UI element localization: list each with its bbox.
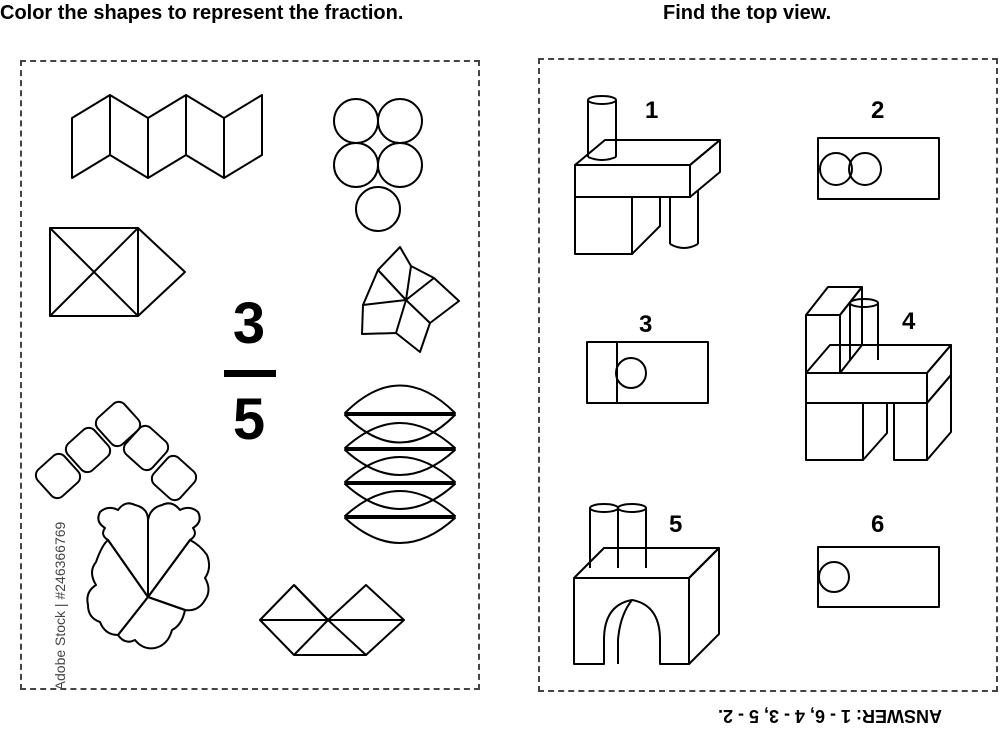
half-discs-stack-shape[interactable] (344, 384, 456, 544)
zigzag-strip-shape[interactable] (71, 94, 263, 179)
fraction-bar (224, 370, 276, 377)
triangles-band-shape[interactable] (259, 584, 405, 656)
right-instruction-title: Find the top view. (663, 2, 832, 24)
fraction-numerator: 3 (232, 291, 266, 356)
figure-label-2: 2 (871, 97, 885, 124)
block-figure-1[interactable] (574, 95, 721, 255)
flower-petals-shape[interactable] (86, 502, 211, 650)
top-view-6[interactable] (817, 546, 940, 608)
figure-label-4: 4 (902, 308, 916, 335)
circles-cluster-shape[interactable] (333, 98, 423, 232)
block-figure-5[interactable] (573, 503, 720, 665)
answer-key: ANSWER: 1 - 6, 4 - 3, 5 - 2. (717, 706, 943, 726)
top-view-2[interactable] (817, 137, 940, 200)
figure-label-1: 1 (645, 97, 659, 124)
figure-label-3: 3 (639, 311, 653, 338)
top-view-3[interactable] (586, 341, 709, 404)
stock-watermark: Adobe Stock | #246366769 (52, 521, 68, 691)
block-figure-4[interactable] (805, 286, 952, 461)
figure-label-6: 6 (871, 511, 885, 538)
rounded-squares-chevron-shape[interactable] (33, 399, 200, 504)
fraction-denominator: 5 (232, 387, 266, 452)
rhombus-star-shape[interactable] (361, 246, 460, 353)
top-view-panel (538, 58, 998, 692)
left-instruction-title: Color the shapes to represent the fracti… (0, 2, 404, 24)
square-triangle-shape[interactable] (49, 227, 186, 317)
figure-label-5: 5 (669, 511, 683, 538)
fraction-panel (20, 60, 480, 690)
